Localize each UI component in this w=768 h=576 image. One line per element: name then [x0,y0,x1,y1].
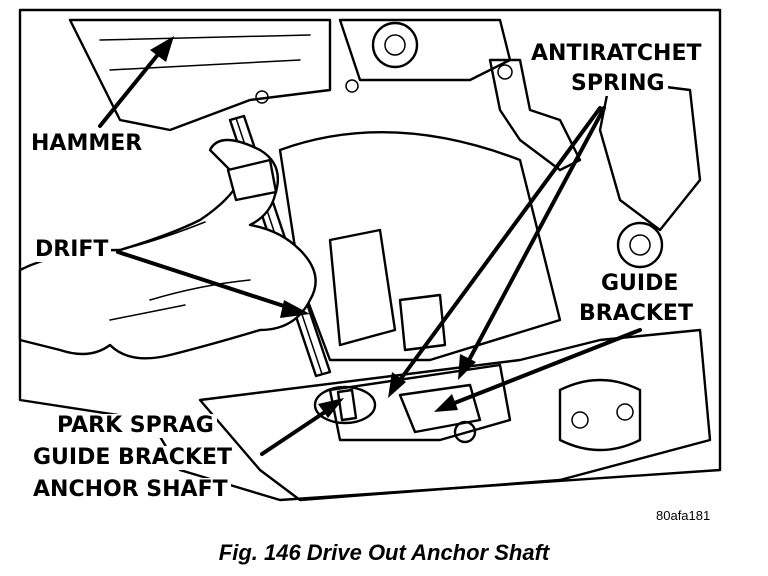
thumbnail [226,158,278,202]
antiratchet-label-line1: ANTIRATCHET [528,42,705,66]
guide-bracket-pin [453,420,477,444]
figure-caption: Fig. 146 Drive Out Anchor Shaft [218,540,550,565]
hand-creases [109,221,251,321]
guide-bracket-label-line2: BRACKET [576,302,696,326]
guide-bracket-arrowhead [434,394,458,412]
park-sprag-label-line3: ANCHOR SHAFT [30,478,231,502]
right-bolt [616,221,664,269]
anchor-shaft-boss [313,385,377,425]
drift-leader [116,250,292,310]
park-sprag-guide [398,383,482,434]
drift-label: DRIFT [32,238,112,262]
lower-case [198,328,712,502]
right-bolt-inner [629,234,651,256]
drift-arrowhead [280,300,310,318]
antiratchet-arrowhead-a [388,372,406,398]
right-lug-hole [497,64,513,80]
bolt-boss-inner [384,34,406,56]
antiratchet-leader-b [466,106,606,364]
central-cavity [278,131,562,362]
upper-case-right [338,18,512,82]
shaft-stub [398,293,447,352]
right-lug [488,58,582,172]
guide-bracket-label-line1: GUIDE [598,272,682,296]
hammer-label: HAMMER [28,132,146,156]
park-sprag-label-line1: PARK SPRAG [54,414,217,438]
right-boss-plate [558,378,642,452]
antiratchet-leader-a [398,106,602,382]
plate-hole-b [616,403,634,421]
upper-case-left [68,18,332,132]
case-ribs [99,34,311,71]
antiratchet-label-line2: SPRING [568,72,668,96]
bolt-boss [371,21,419,69]
hammer-leader [98,50,162,128]
plate-hole-a [571,411,589,429]
bolt-hole-a [255,90,269,104]
guide-bracket-leader [450,328,642,406]
case-outline [18,8,722,502]
hammer-arrowhead [150,36,174,62]
bolt-hole-b [345,79,359,93]
anchor-shaft-leader [260,408,330,456]
figure-reference-code: 80afa181 [654,508,713,523]
cavity-block [328,228,397,347]
anchor-shaft [336,388,358,422]
anchor-shaft-arrowhead [318,398,344,418]
park-sprag-label-line2: GUIDE BRACKET [30,446,236,470]
guide-bracket-body [328,363,512,442]
right-housing [598,78,702,232]
antiratchet-arrowhead-b [458,354,476,380]
